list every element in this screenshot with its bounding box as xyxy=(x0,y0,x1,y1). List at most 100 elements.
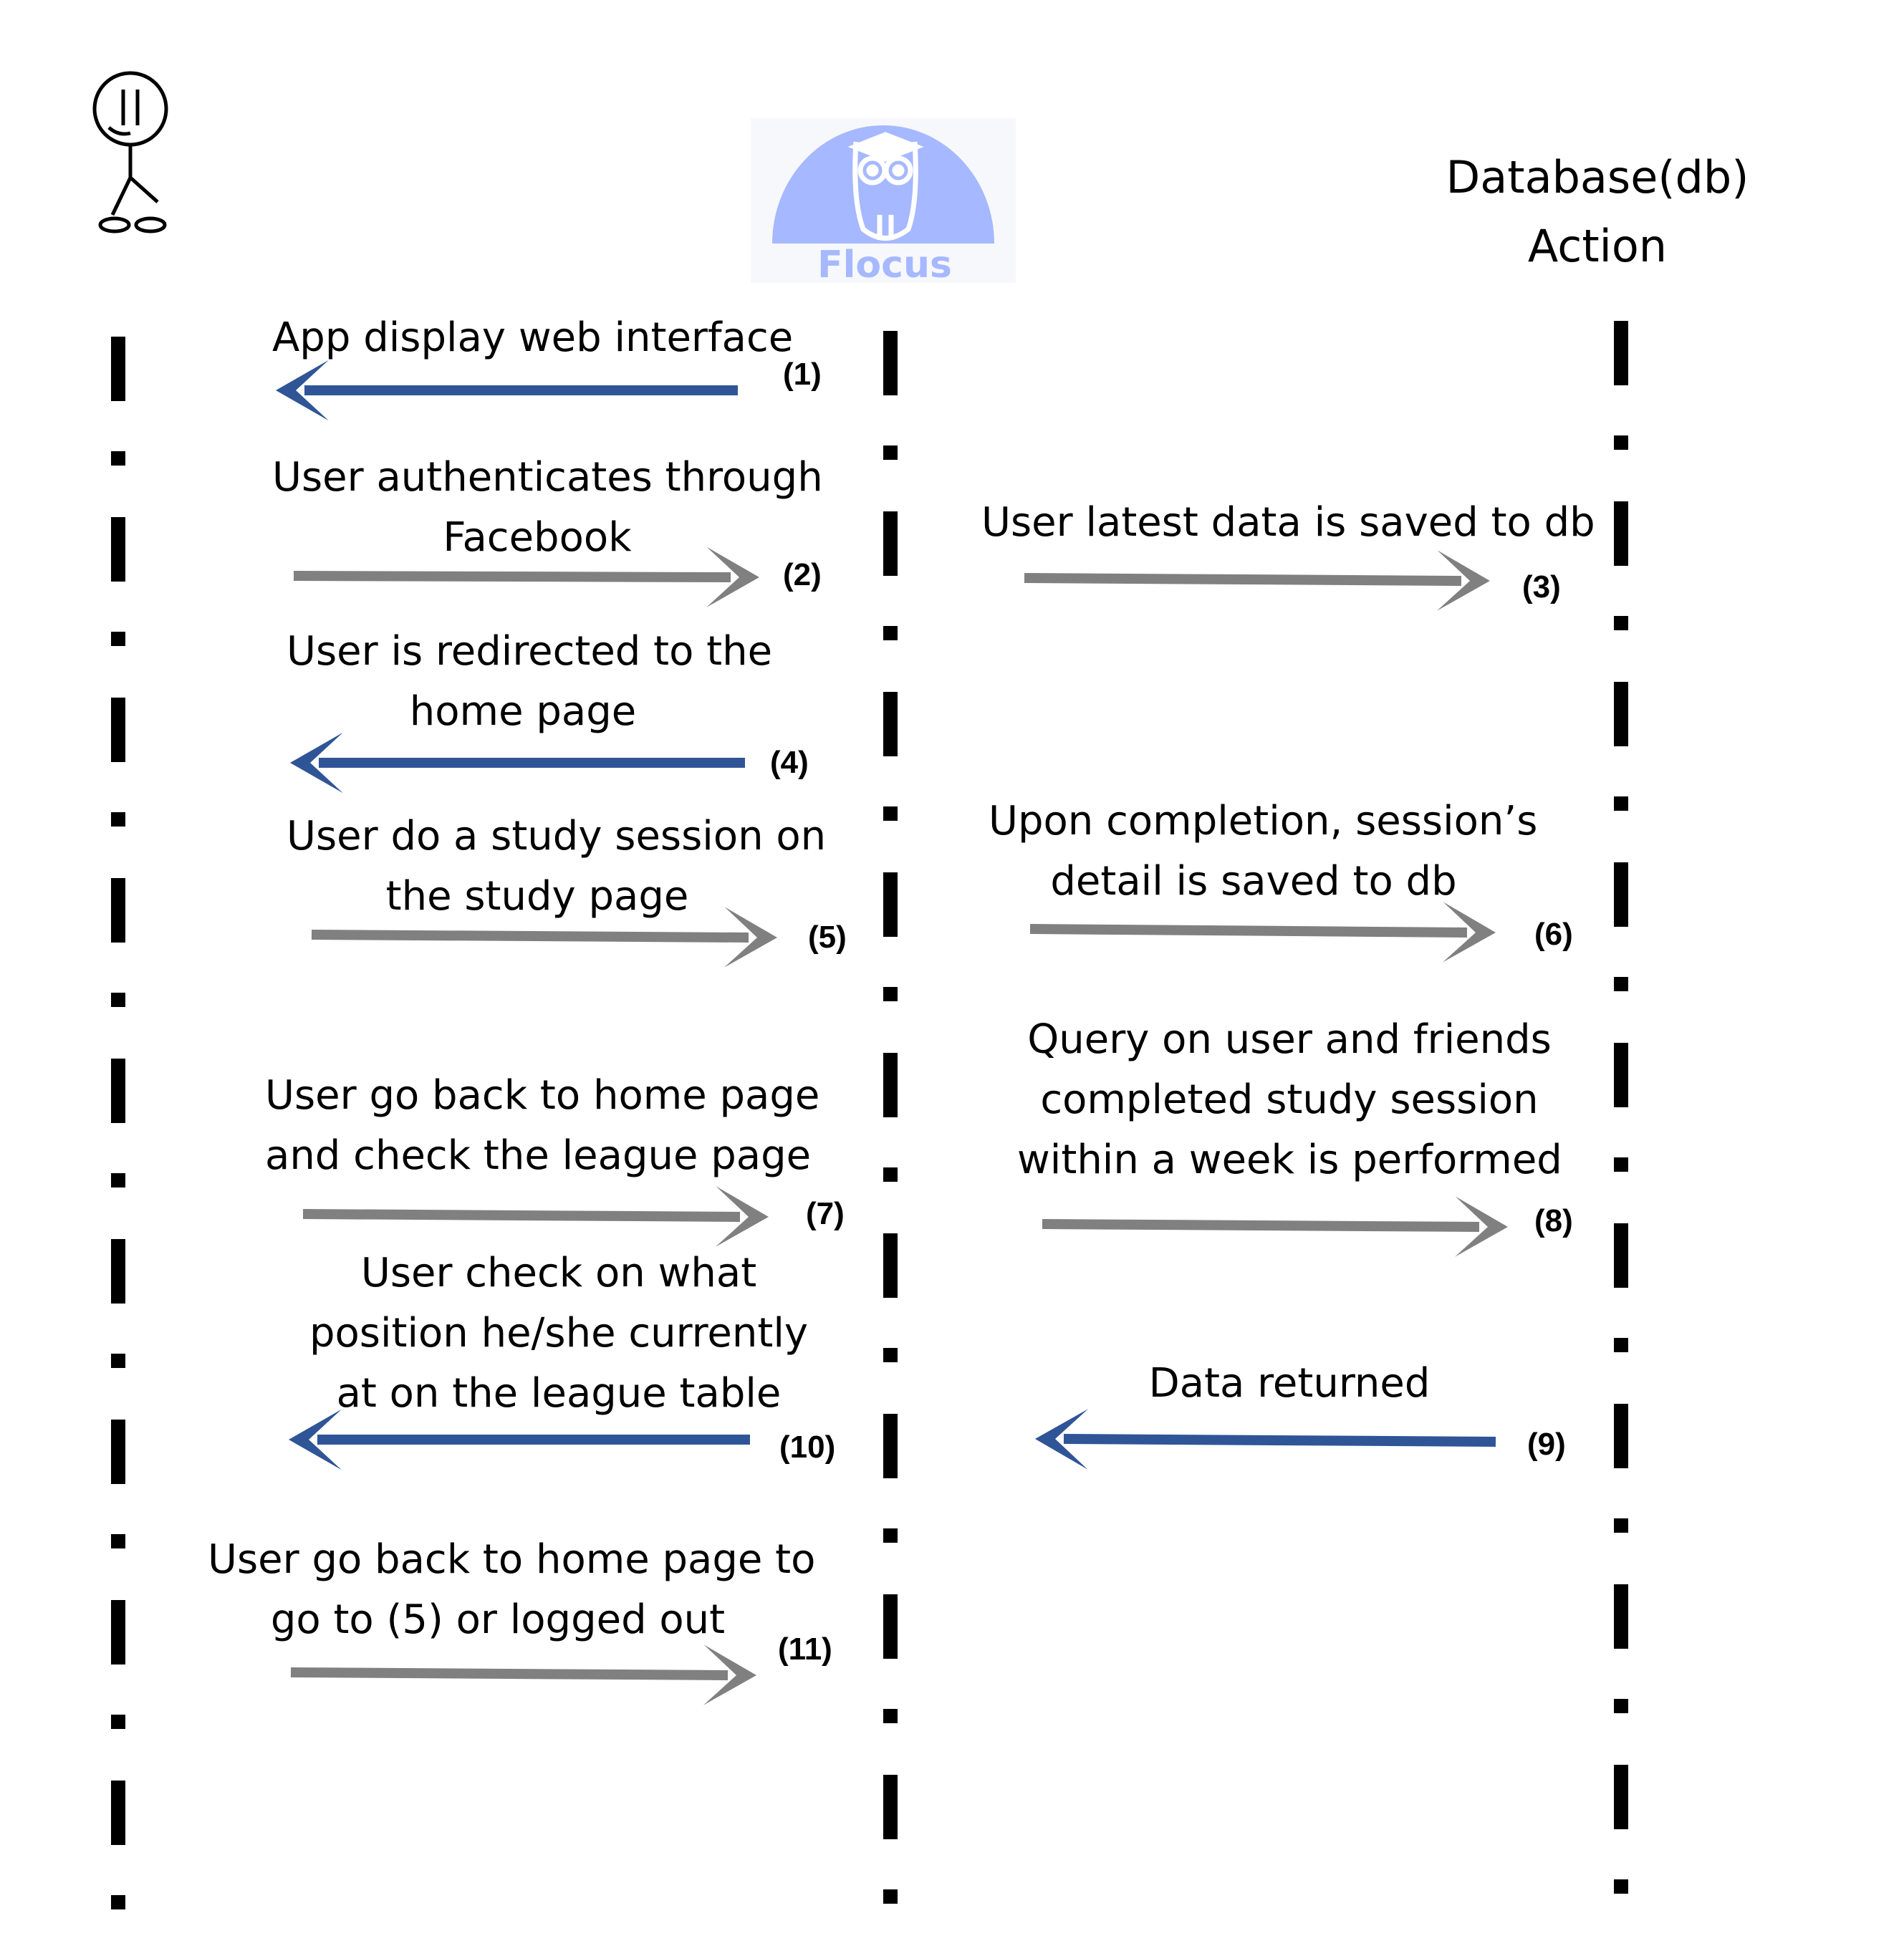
lifeline-dash xyxy=(111,1420,125,1484)
arrow-head xyxy=(723,907,777,968)
lifeline-dash xyxy=(883,1233,898,1298)
message-2-number: (2) xyxy=(783,557,822,592)
message-8-arrow xyxy=(1042,1196,1508,1257)
message-label-line: Query on user and friends xyxy=(1027,1016,1552,1063)
lifeline-dash xyxy=(883,511,898,576)
message-3-arrow xyxy=(1024,550,1490,611)
message-label-line: User go back to home page xyxy=(265,1072,820,1119)
message-5-label: User do a study session on the study pag… xyxy=(287,806,826,927)
arrow-shaft xyxy=(1042,1219,1480,1232)
message-7-number: (7) xyxy=(806,1196,845,1231)
lifeline-dot xyxy=(111,1534,125,1548)
arrow-shaft xyxy=(1024,573,1462,586)
message-10-label: User check on what position he/she curre… xyxy=(308,1243,809,1424)
lifeline-dot xyxy=(111,1173,125,1187)
lifeline-dot xyxy=(883,1889,898,1904)
message-label-line: position he/she currently xyxy=(309,1310,809,1357)
message-label-line: completed study session xyxy=(1040,1076,1539,1123)
lifeline-dot xyxy=(1614,977,1628,991)
lifeline-dot xyxy=(1614,1518,1628,1533)
lifeline-dash xyxy=(1614,1043,1628,1107)
user-actor-icon xyxy=(92,71,168,233)
lifeline-dash xyxy=(111,517,125,582)
lifeline-dot xyxy=(883,806,898,821)
lifeline-dot xyxy=(883,987,898,1001)
message-3-label: User latest data is saved to db xyxy=(981,493,1595,553)
lifeline-dot xyxy=(111,451,125,466)
lifeline-dash xyxy=(1614,1223,1628,1288)
arrow-shaft xyxy=(302,1209,741,1222)
lifeline-dash xyxy=(111,878,125,943)
arrow-head xyxy=(1442,902,1496,963)
arrow-head xyxy=(1436,550,1490,611)
message-label-line: Upon completion, session’s xyxy=(989,798,1538,844)
message-label-line: within a week is performed xyxy=(1017,1137,1562,1183)
message-label-line: User is redirected to the xyxy=(287,628,773,675)
message-7-arrow xyxy=(302,1186,769,1247)
message-label-line: go to (5) or logged out xyxy=(270,1596,726,1643)
lifeline-dot xyxy=(1614,616,1628,630)
lifeline-dot xyxy=(1614,1699,1628,1713)
message-6-label: Upon completion, session’s detail is sav… xyxy=(989,791,1538,912)
app-lifeline xyxy=(883,331,898,1904)
lifeline-dot xyxy=(111,1715,125,1729)
lifeline-dot xyxy=(883,1528,898,1543)
lifeline-dash xyxy=(111,337,125,401)
message-1-label: App display web interface xyxy=(272,308,794,368)
lifeline-dash xyxy=(1614,321,1628,385)
message-2-label: User authenticates through Facebook xyxy=(272,448,823,568)
message-label-line: User check on what xyxy=(360,1250,757,1296)
lifeline-dash xyxy=(1614,1404,1628,1468)
message-9-number: (9) xyxy=(1527,1427,1566,1462)
lifeline-dash xyxy=(883,1594,898,1659)
message-label-line: at on the league table xyxy=(336,1370,782,1417)
lifelines xyxy=(111,321,1628,1909)
lifeline-dash xyxy=(111,698,125,762)
lifeline-dash xyxy=(111,1239,125,1304)
message-6-number: (6) xyxy=(1534,917,1573,952)
message-6-arrow xyxy=(1029,902,1496,963)
message-arrows xyxy=(276,360,1508,1705)
arrow-shaft xyxy=(293,571,731,582)
lifeline-dash xyxy=(883,1053,898,1117)
arrow-head xyxy=(289,1409,342,1470)
message-4-number: (4) xyxy=(770,745,809,780)
lifeline-dash xyxy=(1614,1765,1628,1829)
message-11-label: User go back to home page to go to (5) o… xyxy=(208,1530,815,1650)
arrow-shaft xyxy=(1029,924,1468,938)
db-participant-title: Database(db) Action xyxy=(1383,143,1812,281)
arrow-head xyxy=(276,360,329,421)
lifeline-dash xyxy=(883,872,898,937)
lifeline-dot xyxy=(111,812,125,827)
message-label-line: Facebook xyxy=(443,514,632,561)
message-10-arrow xyxy=(289,1409,750,1470)
message-label-line: App display web interface xyxy=(272,314,794,361)
message-5-arrow xyxy=(311,907,777,968)
arrow-shaft xyxy=(311,930,749,943)
message-7-label: User go back to home page and check the … xyxy=(265,1066,820,1186)
user-lifeline xyxy=(111,337,125,1909)
arrow-shaft xyxy=(290,1667,729,1680)
message-label-line: home page xyxy=(409,688,637,735)
arrow-head xyxy=(703,1644,756,1705)
lifeline-dot xyxy=(883,445,898,460)
lifeline-dot xyxy=(111,1354,125,1368)
lifeline-dash xyxy=(111,1059,125,1123)
lifeline-dot xyxy=(1614,1879,1628,1894)
lifeline-dot xyxy=(883,1709,898,1723)
lifeline-dash xyxy=(883,1414,898,1478)
message-8-label: Query on user and friends completed stud… xyxy=(1017,1010,1562,1190)
message-8-number: (8) xyxy=(1534,1203,1573,1238)
lifeline-dash xyxy=(1614,682,1628,746)
message-11-arrow xyxy=(290,1644,756,1705)
lifeline-dash xyxy=(883,692,898,756)
arrow-shaft xyxy=(1063,1434,1496,1447)
lifeline-dot xyxy=(1614,1157,1628,1172)
lifeline-dot xyxy=(111,993,125,1007)
message-10-number: (10) xyxy=(779,1430,836,1465)
lifeline-dot xyxy=(1614,796,1628,811)
arrow-head xyxy=(715,1186,769,1247)
lifeline-dot xyxy=(883,626,898,640)
